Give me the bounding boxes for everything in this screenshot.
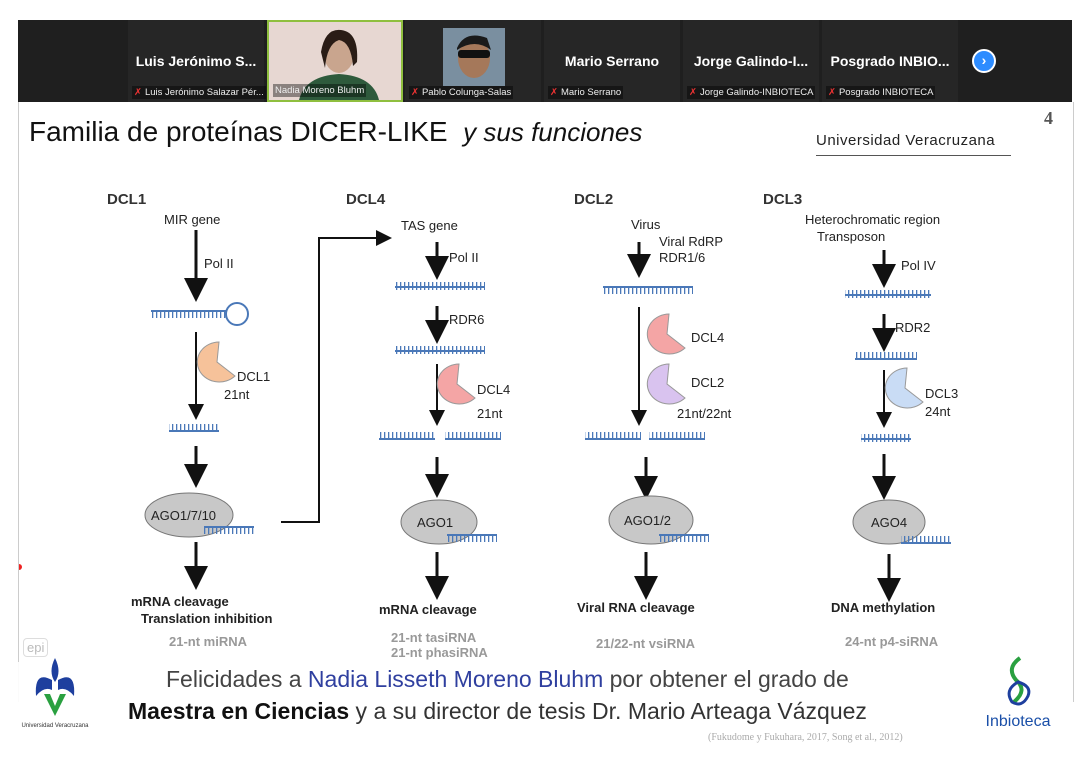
institution-label: Universidad Veracruzana: [816, 132, 1011, 156]
shared-slide: Familia de proteínas DICER-LIKE y sus fu…: [18, 102, 1074, 702]
banner-line-1: Felicidades a Nadia Lisseth Moreno Bluhm…: [166, 666, 849, 692]
column-header: DCL3: [763, 191, 802, 208]
inbioteca-logo: Inbioteca: [980, 656, 1056, 731]
slide-title: Familia de proteínas DICER-LIKE y sus fu…: [29, 116, 643, 147]
srna-label: 21-nt tasiRNA: [391, 630, 477, 645]
participant-tile[interactable]: Mario Serrano ✗Mario Serrano: [544, 20, 680, 102]
banner-line-2: Maestra en Ciencias y a su director de t…: [128, 698, 867, 724]
diagram-label: AGO1/7/10: [151, 508, 216, 523]
diagram-label: Pol II: [204, 256, 234, 271]
participant-strip: Luis Jerónimo S... ✗Luis Jerónimo Salaza…: [18, 20, 1072, 102]
diagram-label: 21nt: [224, 387, 250, 402]
diagram-label: AGO4: [871, 515, 907, 530]
participant-video: [269, 22, 401, 100]
participant-name-label: ✗Jorge Galindo-INBIOTECA: [687, 86, 816, 99]
diagram-label: Transposon: [817, 229, 885, 244]
column-header: DCL1: [107, 191, 146, 208]
congratulations-banner: Universidad Veracruzana Felicidades a Na…: [18, 656, 1072, 752]
chevron-right-icon: ›: [981, 52, 987, 68]
diagram-label: RDR1/6: [659, 250, 705, 265]
column-header: DCL4: [346, 191, 386, 208]
muted-mic-icon: ✗: [411, 87, 419, 98]
diagram-label: AGO1/2: [624, 513, 671, 528]
diagram-label: DCL2: [691, 375, 724, 390]
participant-name-label: ✗Luis Jerónimo Salazar Pér...: [132, 86, 266, 99]
dicer-diagram: DCL1 DCL4 DCL2 DCL3 MIR gene Pol II DCL1…: [19, 191, 958, 660]
participant-video: [443, 28, 505, 86]
participant-tile[interactable]: Luis Jerónimo S... ✗Luis Jerónimo Salaza…: [128, 20, 266, 102]
participant-display-name: Jorge Galindo-I...: [693, 53, 809, 69]
diagram-label: DCL4: [477, 382, 510, 397]
participant-tile[interactable]: ✗Pablo Colunga-Salas: [405, 20, 541, 102]
participant-display-name: Mario Serrano: [564, 53, 660, 69]
diagram-label: mRNA cleavage: [379, 602, 477, 617]
diagram-label: DCL1: [237, 369, 270, 384]
srna-label: 24-nt p4-siRNA: [845, 634, 939, 649]
diagram-label: Pol II: [449, 250, 479, 265]
diagram-label: 24nt: [925, 404, 951, 419]
diagram-label: AGO1: [417, 515, 453, 530]
srna-label: 21-nt miRNA: [169, 634, 248, 649]
diagram-label: MIR gene: [164, 212, 220, 227]
page-number: 4: [1044, 108, 1053, 128]
epi-label: epi: [23, 638, 49, 657]
participant-tile[interactable]: Jorge Galindo-I... ✗Jorge Galindo-INBIOT…: [683, 20, 819, 102]
universidad-veracruzana-logo: Universidad Veracruzana: [20, 656, 90, 729]
srna-label: 21-nt phasiRNA: [391, 645, 488, 660]
participant-name-label: ✗Posgrado INBIOTECA: [826, 86, 936, 99]
participant-name-label: ✗Mario Serrano: [548, 86, 624, 99]
diagram-label: DCL3: [925, 386, 958, 401]
diagram-label: Viral RNA cleavage: [577, 600, 695, 615]
muted-mic-icon: ✗: [134, 87, 142, 98]
participant-name-label: Nadia Moreno Bluhm: [273, 84, 367, 97]
diagram-label: Heterochromatic region: [805, 212, 940, 227]
participant-display-name: Luis Jerónimo S...: [135, 53, 257, 69]
laser-pointer: [19, 564, 22, 570]
diagram-label: Pol IV: [901, 258, 936, 273]
diagram-label: RDR2: [895, 320, 930, 335]
muted-mic-icon: ✗: [828, 87, 836, 98]
diagram-label: 21nt/22nt: [677, 406, 732, 421]
diagram-label: 21nt: [477, 406, 503, 421]
diagram-label: Virus: [631, 217, 661, 232]
diagram-label: DCL4: [691, 330, 724, 345]
participant-display-name: Posgrado INBIO...: [830, 53, 950, 69]
muted-mic-icon: ✗: [550, 87, 558, 98]
participant-tile-active-speaker[interactable]: Nadia Moreno Bluhm: [267, 20, 403, 102]
column-header: DCL2: [574, 191, 613, 208]
diagram-label: mRNA cleavage: [131, 594, 229, 609]
muted-mic-icon: ✗: [689, 87, 697, 98]
srna-label: 21/22-nt vsiRNA: [596, 636, 696, 651]
diagram-label: TAS gene: [401, 218, 458, 233]
next-page-button[interactable]: ›: [972, 49, 996, 73]
participant-tile[interactable]: Posgrado INBIO... ✗Posgrado INBIOTECA: [822, 20, 958, 102]
diagram-label: Viral RdRP: [659, 234, 723, 249]
diagram-label: DNA methylation: [831, 600, 935, 615]
citation: (Fukudome y Fukuhara, 2017, Song et al.,…: [708, 732, 903, 743]
diagram-label: RDR6: [449, 312, 484, 327]
participant-name-label: ✗Pablo Colunga-Salas: [409, 86, 514, 99]
diagram-label: Translation inhibition: [141, 611, 273, 626]
